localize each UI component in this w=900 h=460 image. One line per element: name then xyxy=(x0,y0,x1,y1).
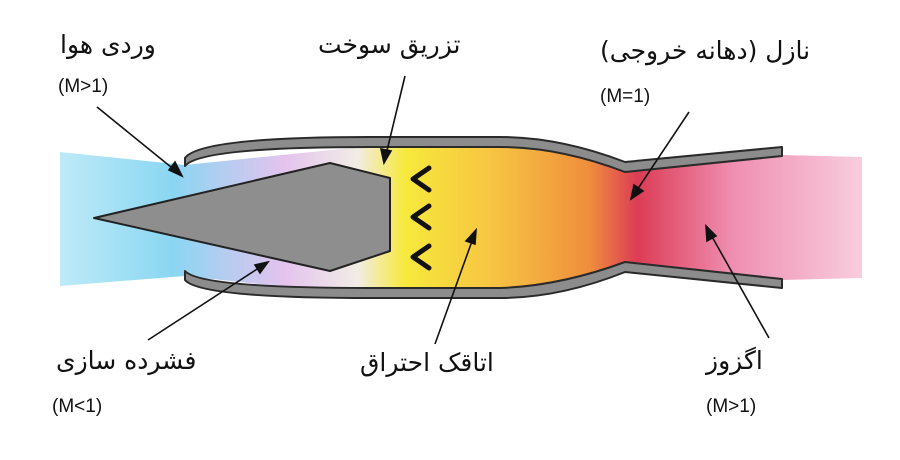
label-air-intake: وردی هوا xyxy=(60,30,156,59)
arrowhead xyxy=(629,183,645,201)
label-nozzle: نازل (دهانه خروجی) xyxy=(600,36,811,65)
lower-casing-wall xyxy=(184,261,783,299)
arrowhead xyxy=(464,227,477,246)
label-exhaust: اگزوز xyxy=(706,346,763,375)
injector-chevron xyxy=(410,243,432,271)
fuel-injector-marks xyxy=(410,165,432,271)
arrow-exhaust xyxy=(705,225,770,339)
arrow-air-intake xyxy=(96,106,183,177)
arrow-nozzle xyxy=(630,111,690,200)
arrow-combustion-chamber xyxy=(434,229,477,345)
label-compression: فشرده سازی xyxy=(56,346,197,375)
arrowhead xyxy=(167,160,184,178)
label-compression-mach: (M<1) xyxy=(52,396,103,417)
arrow-fuel-injection xyxy=(383,75,406,164)
label-combustion-chamber: اتاقک احتراق xyxy=(360,348,494,377)
injector-chevron xyxy=(410,165,432,193)
upper-casing-wall xyxy=(184,136,783,173)
arrowhead xyxy=(253,260,270,275)
label-air-intake-mach: (M>1) xyxy=(58,76,109,97)
label-exhaust-mach: (M>1) xyxy=(706,396,757,417)
arrowhead xyxy=(379,147,393,166)
inlet-center-cone xyxy=(93,162,391,272)
arrowhead xyxy=(705,223,718,243)
arrow-compression xyxy=(147,261,269,341)
injector-chevron xyxy=(410,203,432,231)
label-fuel-injection: تزریق سوخت xyxy=(318,30,461,59)
leader-arrows xyxy=(96,75,770,345)
label-nozzle-mach: (M=1) xyxy=(600,86,651,107)
